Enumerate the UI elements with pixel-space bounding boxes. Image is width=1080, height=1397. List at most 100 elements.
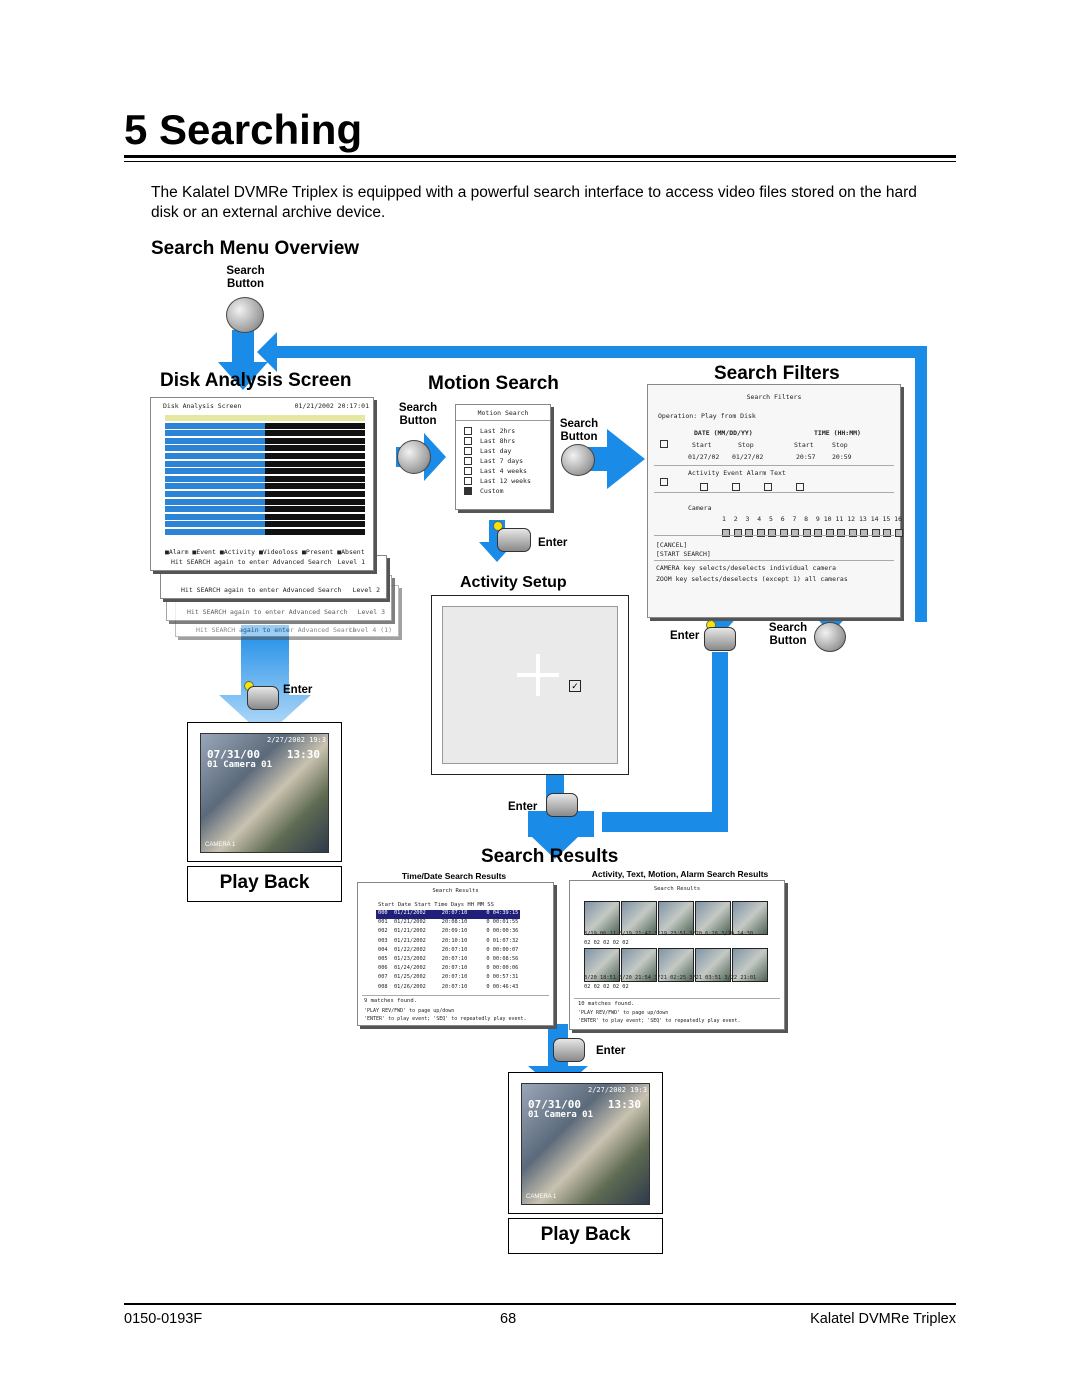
start-search-button[interactable]: [START SEARCH] — [656, 550, 711, 558]
td-result-row[interactable]: 000 01/21/2002 20:07:10 0 04:39:15 — [376, 910, 521, 920]
motion-option[interactable]: Last 4 weeks — [464, 467, 531, 477]
type-checkbox[interactable] — [796, 482, 804, 491]
date-filter-checkbox[interactable] — [660, 440, 668, 448]
motion-option-checkbox[interactable] — [464, 487, 472, 495]
td-result-row[interactable]: 005 01/23/2002 20:07:10 0 00:08:56 — [378, 955, 519, 962]
date-stop-value[interactable]: 01/27/02 — [732, 453, 764, 461]
ev-results-title: Search Results — [653, 886, 701, 892]
motion-option-checkbox[interactable] — [464, 437, 472, 445]
camera-checkbox[interactable] — [848, 528, 857, 537]
camera-checkbox[interactable] — [883, 528, 891, 537]
ev-matches: 10 matches found. — [578, 1001, 635, 1007]
disk-row — [165, 415, 365, 421]
search-filters-screen: Search Filters Operation: Play from Disk… — [647, 384, 903, 618]
disk-analysis-screen: Disk Analysis Screen 01/21/2002 20:17:01… — [150, 397, 374, 571]
motion-option[interactable]: Last 7 days — [464, 457, 531, 467]
camera-checkbox[interactable] — [814, 528, 822, 537]
td-result-row[interactable]: 002 01/21/2002 20:09:10 0 00:00:36 — [378, 928, 519, 935]
type-checkbox[interactable] — [732, 482, 740, 491]
event-thumbnail[interactable] — [732, 948, 768, 982]
disk-analysis-title: Disk Analysis Screen — [160, 370, 352, 391]
event-thumbnail[interactable] — [584, 948, 620, 982]
type-checkbox[interactable] — [764, 482, 772, 491]
disk-row — [165, 437, 365, 444]
check-icon: ✓ — [569, 680, 581, 692]
disk-screen-datetime: 01/21/2002 20:17:01 — [294, 402, 369, 410]
disk-legend-item: ■Present — [302, 548, 338, 556]
motion-option[interactable]: Last 2hrs — [464, 427, 531, 437]
motion-enter-label: Enter — [538, 537, 568, 549]
footer-rule — [124, 1303, 956, 1305]
time-stop-value[interactable]: 20:59 — [832, 453, 852, 461]
td-result-row[interactable]: 008 01/26/2002 20:07:10 0 00:46:43 — [378, 983, 519, 990]
td-result-row[interactable]: 003 01/21/2002 20:10:10 0 01:07:32 — [378, 937, 519, 944]
event-thumbnail[interactable] — [658, 948, 694, 982]
camera-checkbox[interactable] — [733, 528, 742, 537]
motion-enter-icon — [497, 528, 531, 552]
camera-numbers: 1 2 3 4 5 6 7 8 9 10 11 12 13 14 15 16 — [722, 515, 903, 523]
type-checkbox[interactable] — [700, 482, 708, 491]
td-help-2: 'ENTER' to play event; 'SEQ' to repeated… — [364, 1016, 527, 1022]
motion-option[interactable]: Last day — [464, 447, 531, 457]
playback-label-bottom: Play Back — [540, 1224, 631, 1245]
type-filter-checkbox[interactable] — [660, 478, 668, 486]
motion-option-label: Last 7 days — [480, 457, 524, 465]
ev-help-2: 'ENTER' to play event; 'SEQ' to repeated… — [578, 1018, 741, 1024]
motion-option[interactable]: Last 12 weeks — [464, 477, 531, 487]
camera-checkbox[interactable] — [802, 528, 811, 537]
time-start-label: Start — [794, 441, 814, 449]
event-thumbnail[interactable] — [621, 901, 657, 935]
footer-doc-number: 0150-0193F — [124, 1311, 203, 1327]
td-result-row[interactable]: 004 01/22/2002 20:07:10 0 00:00:07 — [378, 946, 519, 953]
camera-checkbox[interactable] — [860, 528, 868, 537]
disk-enter-label: Enter — [283, 684, 313, 696]
camera-checkbox[interactable] — [779, 528, 788, 537]
motion-option-checkbox[interactable] — [464, 427, 472, 435]
playback-video-left: 2/27/2002 19:3 07/31/00 13:30 01 Camera … — [200, 733, 329, 853]
filters-help-1: CAMERA key selects/deselects individual … — [656, 564, 837, 572]
event-thumbnail[interactable] — [658, 901, 694, 935]
td-columns: Start Date Start Time Days HH MM SS — [378, 902, 494, 908]
disk-row — [165, 453, 365, 459]
event-thumbnail[interactable] — [621, 948, 657, 982]
motion-option[interactable]: Last 8hrs — [464, 437, 531, 447]
camera-checkbox[interactable] — [837, 528, 845, 537]
event-thumbnail[interactable] — [695, 901, 731, 935]
motion-option[interactable]: Custom — [464, 487, 531, 497]
cancel-button[interactable]: [CANCEL] — [656, 541, 688, 549]
td-result-row[interactable]: 001 01/21/2002 20:08:10 0 00:01:55 — [378, 919, 519, 926]
event-thumbnail[interactable] — [584, 901, 620, 935]
event-results-screen: Search Results 3/19 06:11 3/19 21:42 3/1… — [569, 880, 785, 1030]
motion-option-checkbox[interactable] — [464, 477, 472, 485]
motion-option-checkbox[interactable] — [464, 467, 472, 475]
disk-level: Level 1 — [337, 558, 365, 566]
ev-row1-cams: 02 02 02 02 02 — [584, 940, 629, 946]
activity-setup-grid: ✓ — [442, 606, 618, 764]
td-result-row[interactable]: 006 01/24/2002 20:07:10 0 00:00:06 — [378, 965, 519, 972]
search-results-title: Search Results — [481, 846, 619, 867]
camera-checkbox[interactable] — [768, 528, 776, 537]
search-button-icon — [226, 297, 264, 333]
camera-checkbox[interactable] — [894, 528, 903, 537]
disk-row — [165, 483, 365, 490]
playback-video-bottom: 2/27/2002 19:3 07/31/00 13:30 01 Camera … — [521, 1083, 650, 1205]
motion-search-title: Motion Search — [428, 373, 559, 394]
activity-enter-icon — [546, 793, 578, 817]
td-result-row[interactable]: 007 01/25/2002 20:07:10 0 00:57:31 — [378, 974, 519, 981]
event-thumbnail[interactable] — [695, 948, 731, 982]
chapter-title: 5 Searching — [124, 106, 363, 153]
camera-checkbox[interactable] — [745, 528, 753, 537]
event-thumbnail[interactable] — [732, 901, 768, 935]
motion-option-checkbox[interactable] — [464, 457, 472, 465]
camera-checkbox[interactable] — [871, 528, 880, 537]
disk-legend-item: ■Videoloss — [258, 548, 302, 556]
motion-option-checkbox[interactable] — [464, 447, 472, 455]
camera-checkboxes — [722, 524, 906, 542]
camera-checkbox[interactable] — [722, 528, 730, 537]
date-start-value[interactable]: 01/27/02 — [688, 453, 720, 461]
camera-checkbox[interactable] — [825, 528, 834, 537]
camera-checkbox[interactable] — [756, 528, 765, 537]
time-start-value[interactable]: 20:57 — [796, 453, 816, 461]
camera-checkbox[interactable] — [791, 528, 799, 537]
